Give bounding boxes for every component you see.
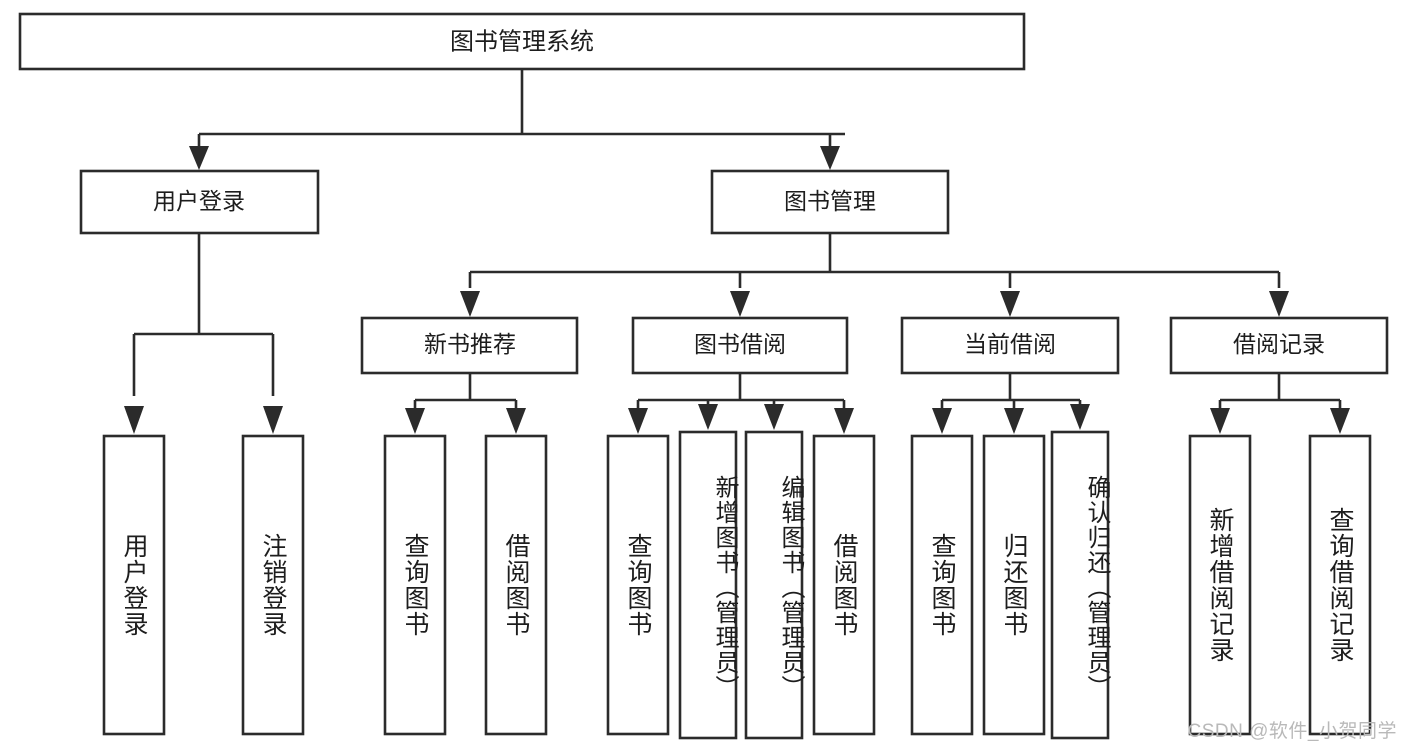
connector-bookmanage-to-level3 [460,233,1289,317]
connector-userlogin-to-leaves [124,233,283,434]
leaf-confirm-return-admin-box[interactable] [1050,430,1110,740]
node-book-manage-label: 图书管理 [784,188,876,214]
node-root[interactable]: 图书管理系统 [18,12,1026,71]
node-root-label: 图书管理系统 [450,28,594,55]
leaf-query-book-current-box[interactable] [910,434,974,736]
leaf-return-book-box[interactable] [982,434,1046,736]
leaf-add-book-admin-box[interactable] [678,430,738,740]
leaf-logout-box[interactable] [241,434,305,736]
csdn-watermark: CSDN @软件_小贺同学 [1187,721,1397,742]
connector-borrowrecord-to-leaves [1210,373,1350,434]
node-book-borrow-label: 图书借阅 [694,331,786,357]
node-user-login-label: 用户登录 [153,188,245,214]
node-borrow-record[interactable]: 借阅记录 [1169,316,1389,375]
node-new-book-recommend[interactable]: 新书推荐 [360,316,579,375]
leaf-query-book-borrow-box[interactable] [606,434,670,736]
leaf-user-login-box[interactable] [102,434,166,736]
leaf-edit-book-admin-box[interactable] [744,430,804,740]
leaf-query-borrow-record-box[interactable] [1308,434,1372,736]
leaf-query-book-rec-box[interactable] [383,434,447,736]
node-current-borrow[interactable]: 当前借阅 [900,316,1120,375]
node-book-manage[interactable]: 图书管理 [710,169,950,235]
connector-currentborrow-to-leaves [932,373,1090,434]
leaf-borrow-book-rec-box[interactable] [484,434,548,736]
leaf-borrow-book-box[interactable] [812,434,876,736]
leaf-nodes [102,430,1372,740]
connector-newbook-to-leaves [405,373,526,434]
node-new-book-recommend-label: 新书推荐 [424,331,516,357]
leaf-add-borrow-record-box[interactable] [1188,434,1252,736]
node-current-borrow-label: 当前借阅 [964,331,1056,357]
connector-bookborrow-to-leaves [628,373,854,434]
node-user-login[interactable]: 用户登录 [79,169,320,235]
connector-root-to-level2 [189,69,845,170]
node-borrow-record-label: 借阅记录 [1233,331,1325,357]
node-book-borrow[interactable]: 图书借阅 [631,316,849,375]
